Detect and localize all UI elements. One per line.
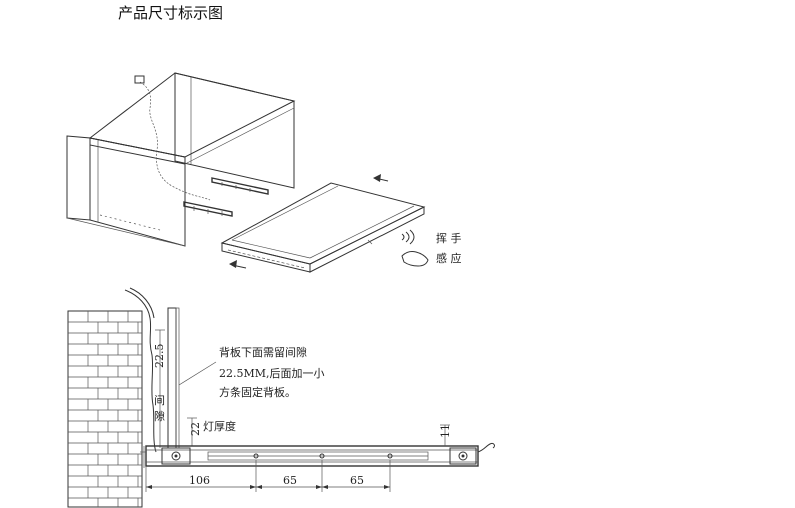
- cabinet-illustration: 挥 手 感 应: [66, 72, 462, 273]
- gap-dimension: 22.5: [153, 344, 166, 369]
- slide-arrow-bottom-icon: [229, 260, 247, 269]
- note-line1: 背板下面需留间隙: [219, 345, 307, 359]
- horizontal-dimensions: 106 65 65: [145, 460, 391, 492]
- gesture-label-line1: 挥 手: [436, 231, 462, 245]
- light-thickness-label: 灯厚度: [203, 419, 236, 433]
- hand-icon: [401, 251, 429, 267]
- wave-signal-icon: [401, 229, 415, 245]
- light-thickness-value: 22: [189, 422, 202, 436]
- back-panel-section: [167, 307, 177, 449]
- mounting-rail-lower: [183, 201, 233, 217]
- cabinet-left-panel: [66, 135, 91, 221]
- mounting-rail-upper: [211, 177, 269, 195]
- power-cable: [139, 81, 211, 201]
- dim-65-first: 65: [283, 474, 297, 487]
- height-dimension: 11: [439, 424, 452, 438]
- gap-label-char1: 间: [154, 394, 165, 407]
- note-line3: 方条固定背板。: [219, 385, 296, 399]
- end-cap-left-icon: [171, 451, 181, 461]
- page-title: 产品尺寸标示图: [118, 4, 224, 22]
- gesture-label-line2: 感 应: [436, 251, 462, 265]
- power-cable-section: [124, 289, 157, 453]
- end-cap-right-icon: [458, 451, 468, 461]
- cross-section: 22.5 间 隙 背板下面需留间隙 22.5MM,后面加一小 方条固定背板。 2…: [67, 287, 495, 508]
- light-bar-section: [140, 443, 495, 468]
- note-line2: 22.5MM,后面加一小: [219, 367, 325, 380]
- slide-arrow-top-icon: [373, 174, 389, 182]
- plug-icon: [134, 75, 145, 84]
- brick-wall: [67, 310, 143, 508]
- cabinet-back-panel: [174, 72, 295, 189]
- dim-65-second: 65: [350, 474, 364, 487]
- dim-106: 106: [189, 474, 210, 487]
- gap-label-char2: 隙: [154, 409, 165, 423]
